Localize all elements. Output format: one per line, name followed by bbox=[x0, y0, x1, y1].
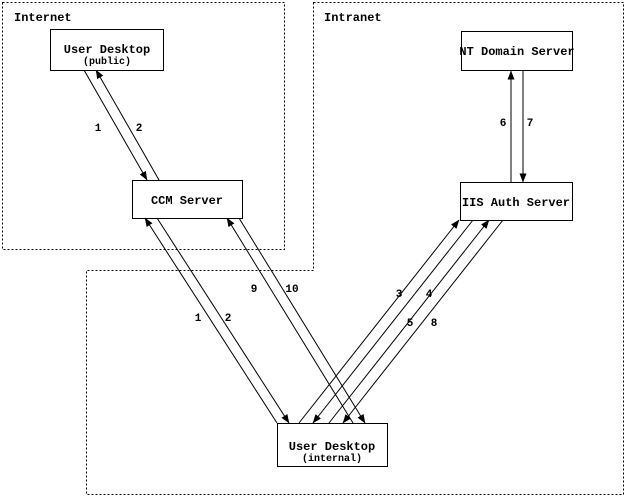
step-label-7: 7 bbox=[527, 118, 534, 130]
user-desktop-internal-box bbox=[277, 423, 388, 467]
ccm-server-box bbox=[132, 180, 243, 219]
edge-internal-desktop-to-iis-step3 bbox=[298, 219, 460, 424]
step-label-1-internal: 1 bbox=[195, 313, 202, 325]
edge-ccm-to-internal-desktop-step10 bbox=[238, 217, 366, 424]
user-desktop-internal-label: User Desktop bbox=[289, 440, 375, 454]
node-user-desktop-public: User Desktop (public) bbox=[50, 29, 164, 71]
step-label-10: 10 bbox=[285, 284, 298, 296]
intranet-zone-outline bbox=[86, 2, 624, 495]
step-label-3: 3 bbox=[396, 289, 403, 301]
ccm-server-label: CCM Server bbox=[151, 194, 223, 208]
user-desktop-public-label: User Desktop bbox=[64, 43, 150, 57]
user-desktop-public-sublabel: (public) bbox=[83, 56, 131, 68]
nt-domain-server-label: NT Domain Server bbox=[459, 45, 574, 59]
edge-iis-to-internal-desktop-step8 bbox=[342, 219, 504, 424]
edge-ccm-to-internal-desktop-step2 bbox=[156, 217, 290, 424]
internet-zone-label: Internet bbox=[14, 11, 72, 25]
step-label-2-internal: 2 bbox=[225, 313, 232, 325]
step-label-4: 4 bbox=[426, 289, 433, 301]
node-user-desktop-internal: User Desktop (internal) bbox=[277, 423, 388, 467]
step-label-8: 8 bbox=[431, 318, 438, 330]
edge-ccm-to-public-desktop-step2 bbox=[95, 69, 160, 181]
node-nt-domain-server: NT Domain Server bbox=[459, 31, 575, 71]
edge-iis-to-internal-desktop-step4 bbox=[312, 219, 474, 424]
internet-zone-outline bbox=[2, 2, 285, 250]
edge-internal-desktop-to-ccm-step9 bbox=[226, 217, 354, 424]
user-desktop-public-box bbox=[50, 29, 164, 71]
node-iis-auth-server: IIS Auth Server bbox=[460, 182, 573, 221]
user-desktop-internal-sublabel: (internal) bbox=[302, 453, 362, 465]
step-label-5: 5 bbox=[407, 318, 414, 330]
nt-domain-server-box bbox=[461, 31, 573, 71]
iis-auth-server-label: IIS Auth Server bbox=[462, 196, 570, 210]
step-label-1-public: 1 bbox=[95, 123, 102, 135]
step-label-9: 9 bbox=[251, 284, 258, 296]
edge-internal-desktop-to-iis-step5 bbox=[328, 219, 490, 424]
intranet-zone-label: Intranet bbox=[324, 11, 382, 25]
step-label-2-public: 2 bbox=[136, 123, 143, 135]
node-ccm-server: CCM Server bbox=[132, 180, 243, 219]
step-label-6: 6 bbox=[500, 118, 507, 130]
edge-internal-desktop-to-ccm-step1 bbox=[144, 217, 278, 424]
edge-public-desktop-to-ccm-step1 bbox=[83, 69, 148, 181]
iis-auth-server-box bbox=[460, 182, 573, 221]
